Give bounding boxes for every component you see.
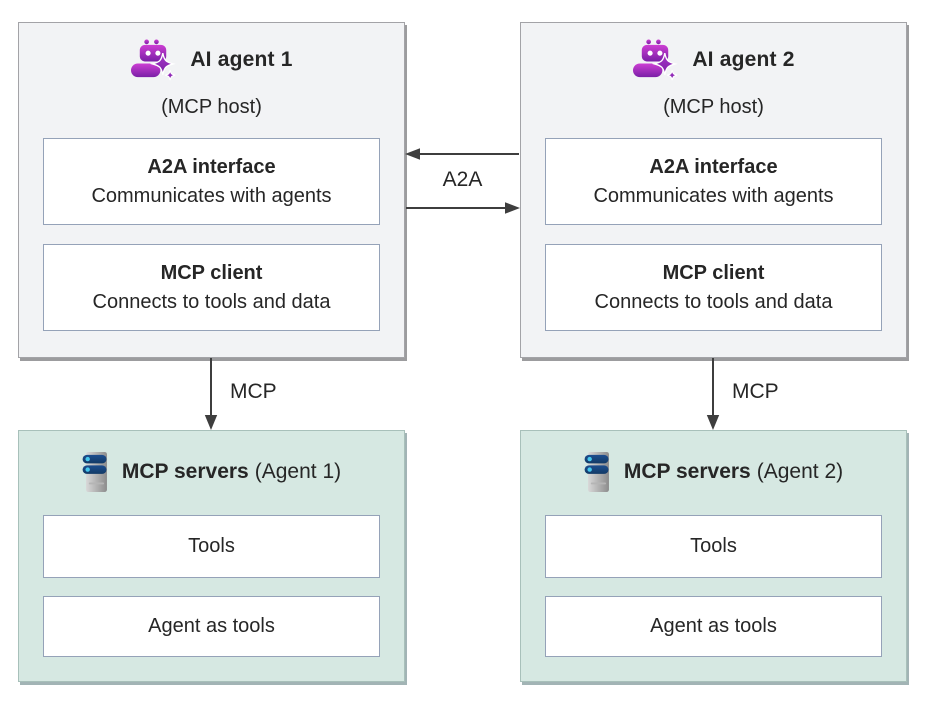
- module-title: MCP client: [160, 261, 263, 284]
- module-title: A2A interface: [649, 155, 778, 178]
- server-stack-icon: [584, 451, 611, 493]
- servers-2-title: MCP servers(Agent 2): [624, 460, 843, 484]
- agent-1-a2a-interface-box: A2A interface Communicates with agents: [43, 138, 380, 225]
- mcp-connection-label-left: MCP: [230, 380, 277, 403]
- ai-agent-bot-sparkle-icon: [130, 37, 177, 84]
- agent-2-title: AI agent 2: [692, 48, 795, 71]
- servers-1-header: MCP servers(Agent 1): [19, 449, 404, 495]
- module-label: Agent as tools: [148, 615, 275, 637]
- agent-2-mcp-client-box: MCP client Connects to tools and data: [545, 244, 882, 331]
- a2a-arrow-pointing-right: [406, 202, 520, 214]
- agent-2-a2a-interface-box: A2A interface Communicates with agents: [545, 138, 882, 225]
- servers-1-title-note: (Agent 1): [254, 460, 342, 483]
- module-description: Communicates with agents: [593, 184, 834, 207]
- servers-2-header: MCP servers(Agent 2): [521, 449, 906, 495]
- agent-1-header: AI agent 1: [19, 35, 404, 85]
- agent-card-2: AI agent 2 (MCP host) A2A interface Comm…: [520, 22, 907, 358]
- module-title: MCP client: [662, 261, 765, 284]
- server-stack-icon: [82, 451, 109, 493]
- agent-1-mcp-client-box: MCP client Connects to tools and data: [43, 244, 380, 331]
- servers-2-title-main: MCP servers: [623, 460, 751, 483]
- mcp-servers-card-1: MCP servers(Agent 1) Tools Agent as tool…: [18, 430, 405, 682]
- servers-1-title: MCP servers(Agent 1): [122, 460, 341, 484]
- module-description: Connects to tools and data: [92, 290, 331, 313]
- servers-1-tools-box: Tools: [43, 515, 380, 578]
- agent-card-1: AI agent 1 (MCP host) A2A interface Comm…: [18, 22, 405, 358]
- agent-2-header: AI agent 2: [521, 35, 906, 85]
- agent-1-title: AI agent 1: [190, 48, 293, 71]
- servers-1-title-main: MCP servers: [121, 460, 249, 483]
- mcp-servers-card-2: MCP servers(Agent 2) Tools Agent as tool…: [520, 430, 907, 682]
- agent-1-subtitle: (MCP host): [161, 96, 262, 118]
- ai-agent-bot-sparkle-icon: [632, 37, 679, 84]
- servers-2-title-note: (Agent 2): [756, 460, 844, 483]
- module-title: A2A interface: [147, 155, 276, 178]
- mcp-arrow-down-left: [204, 358, 218, 430]
- a2a-arrow-pointing-left: [405, 148, 519, 160]
- module-description: Communicates with agents: [91, 184, 332, 207]
- module-description: Connects to tools and data: [594, 290, 833, 313]
- module-label: Agent as tools: [650, 615, 777, 637]
- mcp-arrow-down-right: [706, 358, 720, 430]
- agent-2-subtitle: (MCP host): [663, 96, 764, 118]
- a2a-connection-label: A2A: [442, 168, 483, 191]
- servers-2-agent-as-tools-box: Agent as tools: [545, 596, 882, 657]
- servers-1-agent-as-tools-box: Agent as tools: [43, 596, 380, 657]
- module-label: Tools: [188, 535, 235, 557]
- servers-2-tools-box: Tools: [545, 515, 882, 578]
- mcp-connection-label-right: MCP: [732, 380, 779, 403]
- module-label: Tools: [690, 535, 737, 557]
